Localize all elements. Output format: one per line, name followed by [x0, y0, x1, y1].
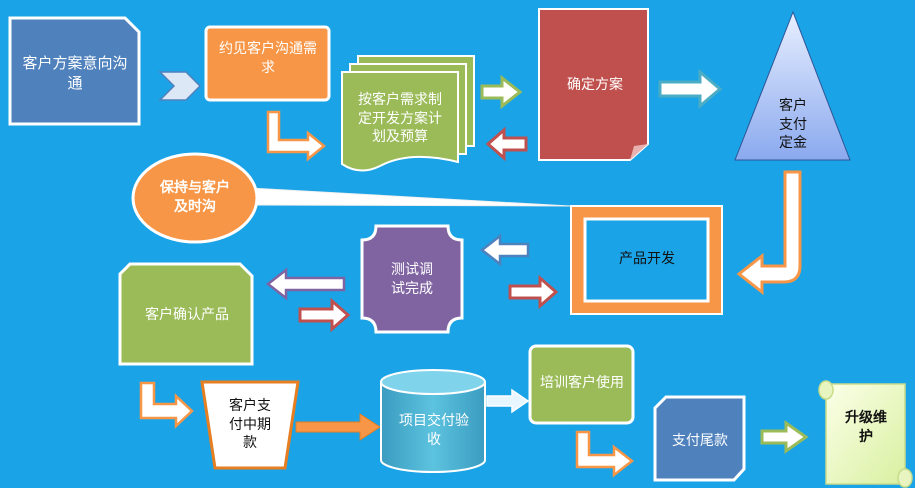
- arrow-test-client: [265, 267, 346, 301]
- arrow-dev-test: [479, 233, 530, 267]
- node-deliver-label: 项目交付验收: [399, 413, 469, 448]
- arrow-confirm-deposit: [658, 68, 723, 110]
- arrow-plan-confirm: [480, 74, 523, 110]
- node-client-confirm-label: 客户确认产品: [145, 306, 229, 323]
- node-finalpay-label: 支付尾款: [672, 432, 728, 449]
- node-intent-label: 客户方案意向沟通: [22, 53, 128, 92]
- bent-arrow-client-midpay: [139, 381, 194, 429]
- node-meet-box: [204, 25, 331, 102]
- node-meet-label: 约见客户沟通需求: [219, 41, 317, 76]
- arrow-confirm-plan: [485, 126, 528, 162]
- bent-arrow-meet-plan: [266, 110, 326, 162]
- node-upgrade-scroll: [818, 380, 913, 488]
- node-keep-contact-label: 保持与客户及时沟: [160, 180, 230, 215]
- node-dev-label: 产品开发: [619, 250, 675, 267]
- node-midpay-label: 客户支付中期款: [229, 397, 271, 452]
- node-keep-contact-callout: [131, 152, 259, 244]
- node-training-label: 培训客户使用: [540, 374, 624, 391]
- node-intent-box: [8, 16, 141, 126]
- bent-arrow-training-finalpay: [575, 430, 635, 478]
- node-finalpay-box: [653, 395, 746, 482]
- arrow-test-dev: [508, 274, 559, 310]
- node-deposit-label: 客户支付定金: [779, 97, 807, 152]
- node-plan-stack: [341, 55, 475, 172]
- node-upgrade-label: 升级维护: [845, 410, 887, 445]
- arrow-client-test: [298, 297, 351, 333]
- arrow-midpay-deliver: [295, 413, 381, 441]
- arrow-finalpay-upgrade: [760, 420, 809, 454]
- node-confirm-box: [538, 8, 649, 161]
- chevron-arrow: [158, 71, 202, 101]
- callout-pointer: [249, 187, 571, 207]
- node-midpay-trapezoid: [200, 380, 300, 470]
- bent-arrow-deposit-dev: [736, 170, 802, 296]
- node-deliver-cylinder: [380, 369, 486, 473]
- node-plan-label: 按客户需求制定开发方案计划及预算: [358, 91, 442, 146]
- node-deposit-triangle: [734, 10, 851, 161]
- node-dev-frame: [570, 205, 723, 315]
- node-test-box: [360, 224, 464, 334]
- arrow-deliver-training: [486, 388, 530, 414]
- node-client-confirm-box: [118, 262, 254, 366]
- node-test-label: 测试调试完成: [391, 262, 433, 297]
- node-training-box: [528, 344, 635, 425]
- node-confirm-label: 确定方案: [567, 76, 623, 93]
